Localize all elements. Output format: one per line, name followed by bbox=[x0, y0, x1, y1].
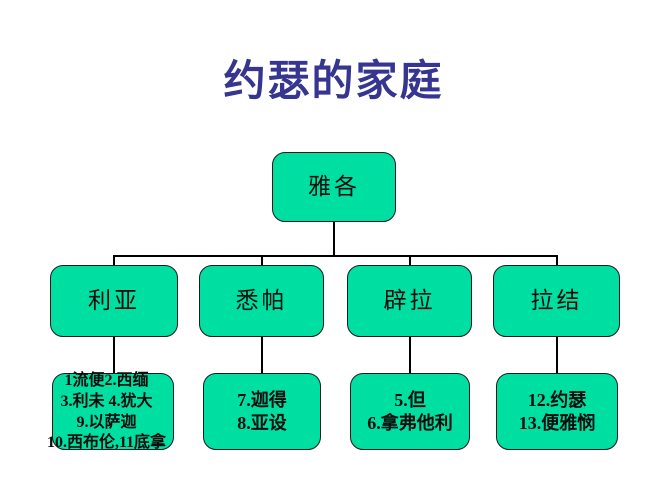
connector-drop-wife-2 bbox=[261, 255, 263, 267]
node-children-bilhah[interactable]: 5.但 6.拿弗他利 bbox=[350, 373, 470, 450]
connector-drop-wife-1 bbox=[113, 255, 115, 267]
node-children-leah[interactable]: 1流便2.西缅 3.利未 4.犹大 9.以萨迦 10.西布伦,11底拿 bbox=[47, 372, 174, 451]
node-children-zilpah[interactable]: 7.迦得 8.亚设 bbox=[203, 373, 321, 450]
node-children-zilpah-label: 7.迦得 8.亚设 bbox=[237, 390, 287, 433]
node-wife-rachel-label: 拉结 bbox=[530, 288, 583, 314]
node-children-leah-label: 1流便2.西缅 3.利未 4.犹大 9.以萨迦 10.西布伦,11底拿 bbox=[46, 371, 167, 452]
connector-bilhah-children bbox=[409, 337, 411, 373]
node-root-label: 雅各 bbox=[308, 174, 360, 200]
connector-horizontal-bus bbox=[113, 255, 557, 257]
node-wife-rachel[interactable]: 拉结 bbox=[493, 265, 620, 337]
node-wife-zilpah-label: 悉帕 bbox=[235, 288, 288, 314]
connector-drop-wife-3 bbox=[409, 255, 411, 267]
connector-zilpah-children bbox=[261, 337, 263, 373]
node-wife-bilhah-label: 辟拉 bbox=[383, 288, 436, 314]
connector-drop-wife-4 bbox=[556, 255, 558, 267]
node-children-bilhah-label: 5.但 6.拿弗他利 bbox=[367, 390, 453, 433]
node-root-jacob[interactable]: 雅各 bbox=[272, 152, 396, 222]
node-wife-bilhah[interactable]: 辟拉 bbox=[347, 265, 472, 337]
node-wife-leah[interactable]: 利亚 bbox=[50, 265, 178, 337]
node-wife-zilpah[interactable]: 悉帕 bbox=[199, 265, 324, 337]
connector-leah-children bbox=[113, 337, 115, 373]
page-title: 约瑟的家庭 bbox=[223, 59, 444, 105]
node-children-rachel-label: 12.约瑟 13.便雅悯 bbox=[518, 390, 596, 433]
connector-rachel-children bbox=[556, 337, 558, 373]
node-wife-leah-label: 利亚 bbox=[88, 288, 140, 314]
node-children-rachel[interactable]: 12.约瑟 13.便雅悯 bbox=[496, 373, 618, 450]
connector-root-stem bbox=[333, 222, 335, 256]
